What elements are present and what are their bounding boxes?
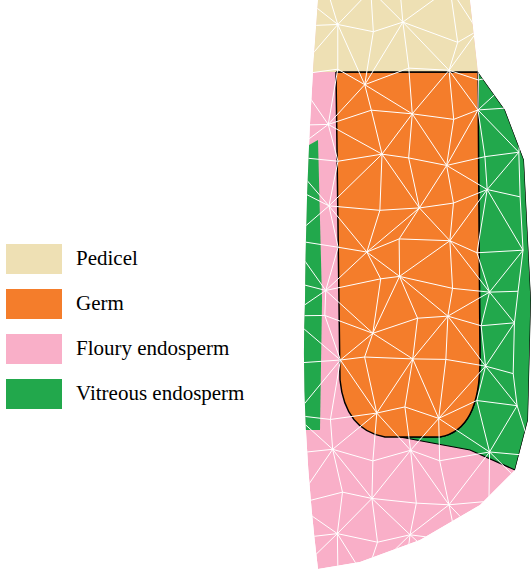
legend-row: Pedicel (6, 236, 244, 281)
legend-swatch (6, 334, 62, 364)
mesh-lines (286, 0, 531, 569)
floury-endosperm-region (304, 0, 531, 569)
legend-row: Vitreous endosperm (6, 371, 244, 416)
germ-region (336, 72, 480, 437)
legend-row: Floury endosperm (6, 326, 244, 371)
legend-swatch (6, 379, 62, 409)
legend: PedicelGermFloury endospermVitreous endo… (6, 236, 244, 416)
pedicel-region (300, 0, 478, 72)
legend-swatch (6, 244, 62, 274)
legend-text: Pedicel (76, 246, 138, 271)
legend-swatch (6, 289, 62, 319)
legend-text: Vitreous endosperm (76, 381, 244, 406)
legend-text: Germ (76, 291, 124, 316)
legend-row: Germ (6, 281, 244, 326)
legend-text: Floury endosperm (76, 336, 229, 361)
